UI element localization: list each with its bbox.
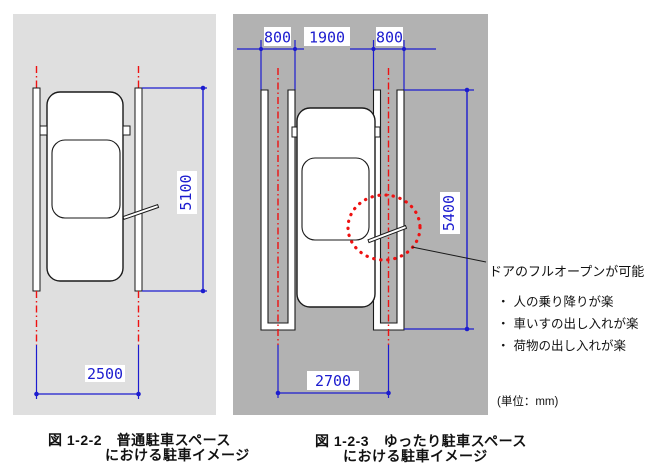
- car-mirror-left: [291, 126, 298, 138]
- dimension-width-2500: 2500: [34, 365, 141, 397]
- door-open-note: ドアのフルオープンが可能: [489, 264, 645, 279]
- caption-relaxed-line2: における駐車イメージ: [343, 448, 488, 464]
- dimension-top-chain: 800 1900 800: [237, 27, 436, 90]
- relaxed-parking-diagram: 800 1900 800 2700: [233, 14, 488, 415]
- car-mirror-left: [39, 125, 48, 136]
- dimension-label-bg: [376, 27, 403, 46]
- dimension-label-bg: [85, 365, 125, 382]
- zone-marking-right-u: [372, 89, 405, 331]
- dimension-length-5100: 5100: [142, 85, 207, 294]
- bullet-icon: ・: [497, 295, 510, 309]
- car-cabin: [301, 157, 370, 241]
- dimension-label-bg: [264, 27, 291, 46]
- centerlines-bottom: [35, 291, 140, 345]
- width-extension-lines: [277, 345, 390, 398]
- benefit-item-boarding: ・人の乗り降りが楽: [497, 291, 614, 310]
- car-mirror-right: [122, 125, 131, 136]
- normal-parking-diagram: 2500 5100: [13, 14, 216, 415]
- dimension-label-width: 2500: [87, 365, 123, 383]
- benefit-text: 荷物の出し入れが楽: [513, 339, 627, 353]
- dimension-width-2700: 2700: [275, 371, 391, 396]
- door-highlight-circle: [346, 193, 422, 262]
- unit-note: (単位：mm): [497, 396, 559, 408]
- dimension-label-car-zone: 1900: [309, 29, 345, 47]
- dimension-label-right-zone: 800: [376, 29, 403, 47]
- dimension-label-left-zone: 800: [264, 29, 291, 47]
- car-normal: [39, 91, 160, 282]
- car-relaxed: [291, 107, 408, 308]
- car-door-wide-open: [367, 224, 408, 244]
- centerlines-top: [35, 66, 140, 88]
- zone-marking-left-u: [260, 89, 296, 331]
- annotation-leader-line: [411, 246, 487, 263]
- width-extension-lines: [35, 345, 140, 399]
- benefit-text: 人の乗り降りが楽: [513, 295, 614, 309]
- bullet-icon: ・: [497, 339, 510, 353]
- bullet-icon: ・: [497, 317, 510, 331]
- benefit-text: 車いすの出し入れが楽: [513, 317, 639, 331]
- dimension-label-bg: [440, 192, 460, 234]
- dimension-label-bg: [304, 27, 350, 46]
- dimension-label-bg: [307, 371, 359, 390]
- benefit-item-wheelchair: ・車いすの出し入れが楽: [497, 313, 639, 332]
- dimension-length-5400: 5400: [404, 87, 474, 332]
- parking-line-right: [134, 87, 143, 292]
- car-cabin: [51, 139, 121, 219]
- centerlines: [277, 68, 390, 345]
- caption-normal-line2: における駐車イメージ: [105, 447, 250, 463]
- dimension-label-length: 5100: [177, 174, 195, 210]
- caption-relaxed-line1: 図 1-2-3 ゆったり駐車スペース: [315, 433, 527, 449]
- dimension-label-length: 5400: [440, 195, 458, 231]
- car-door-slightly-open: [122, 203, 160, 221]
- dimension-label-bg: [177, 171, 197, 214]
- parking-line-left: [32, 87, 41, 292]
- car-mirror-right: [374, 126, 381, 138]
- dimension-label-width: 2700: [315, 372, 351, 390]
- caption-normal-line1: 図 1-2-2 普通駐車スペース: [48, 432, 231, 448]
- benefit-item-luggage: ・荷物の出し入れが楽: [497, 335, 626, 354]
